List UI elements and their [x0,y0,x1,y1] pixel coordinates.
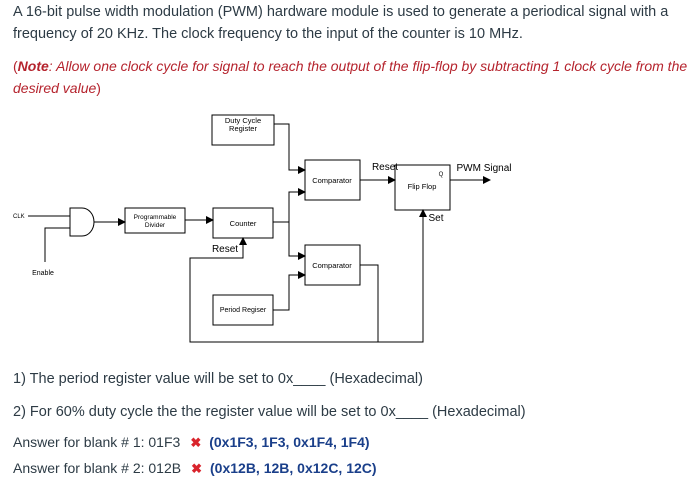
flip-flop-label: Flip Flop [408,182,437,191]
flip-flop-reset-label: Reset [372,162,398,173]
comparator-top-label: Comparator [312,176,352,185]
incorrect-x-icon: ✖ [191,461,203,476]
pwm-signal-label: PWM Signal [456,163,511,174]
counter-reset-label: Reset [212,244,238,255]
note-label: Note [17,58,49,74]
answer-1-prefix: Answer for blank # 1: 01F3 [13,434,181,450]
answer-2-accepted: (0x12B, 12B, 0x12C, 12C) [210,460,377,476]
duty-cycle-register-label-1: Duty Cycle [225,116,261,125]
enable-label: Enable [32,270,54,277]
period-register-block [212,294,274,326]
comparator-top-block [304,159,361,201]
clk-label: CLK [13,214,25,220]
answer-1-accepted: (0x1F3, 1F3, 0x1F4, 1F4) [209,434,370,450]
note-body: : Allow one clock cycle for signal to re… [13,58,688,96]
flip-flop-block [394,164,451,211]
period-register-label: Period Regiser [220,307,267,314]
answer-2: Answer for blank # 2: 012B ✖ (0x12B, 12B, … [13,458,377,479]
comparator-bottom-block [304,244,361,286]
duty-cycle-register-label-2: Register [229,124,257,133]
note-open-paren: ( [13,58,18,74]
flip-flop-set-label: Set [428,213,443,224]
answer-1: Answer for blank # 1: 01F3 ✖ (0x1F3, 1F3, … [13,432,370,453]
question-1: 1) The period register value will be set… [13,371,423,387]
question-2: 2) For 60% duty cycle the the register v… [13,404,526,420]
counter-label: Counter [230,219,257,228]
pwm-block-diagram: Duty Cycle Register Comparator Reset Q F… [13,114,512,343]
answer-2-prefix: Answer for blank # 2: 012B [13,460,182,476]
programmable-divider-label-2: Divider [145,222,166,229]
incorrect-x-icon: ✖ [190,435,202,450]
and-gate [69,207,95,237]
question-intro: A 16-bit pulse width modulation (PWM) ha… [13,4,669,42]
comparator-bottom-label: Comparator [312,261,352,270]
flip-flop-q-label: Q [439,172,444,178]
programmable-divider-label-1: Programmable [134,214,177,221]
note-close-paren: ) [96,80,101,96]
question-note: (Note: Allow one clock cycle for signal … [13,55,693,99]
duty-cycle-register-block [211,114,275,146]
